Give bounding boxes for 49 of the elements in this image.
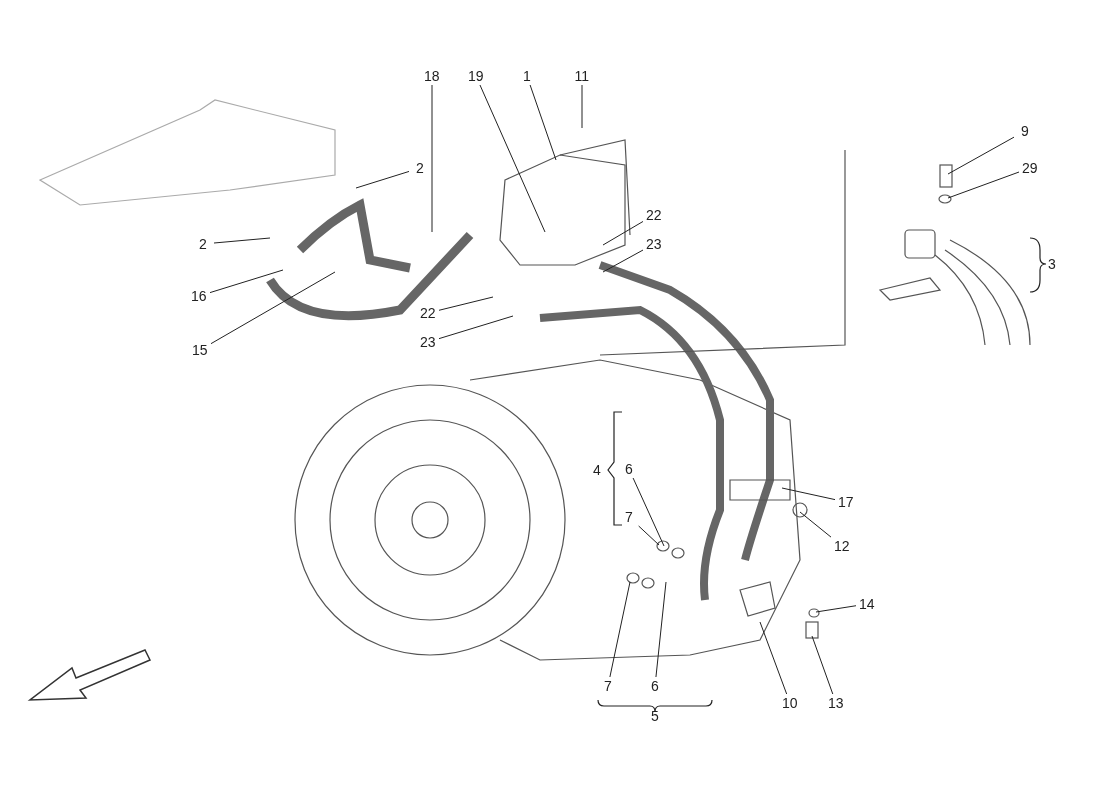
leader-line	[602, 220, 644, 246]
leader-line	[655, 581, 667, 678]
leader-line	[638, 525, 660, 546]
callout-number: 6	[651, 678, 659, 694]
callout-number: 6	[625, 461, 633, 477]
callout-number: 7	[604, 678, 612, 694]
leader-line	[815, 605, 857, 613]
callout-number: 5	[651, 708, 659, 724]
callout-number: 22	[646, 207, 662, 223]
leader-line	[209, 269, 284, 294]
leader-line	[811, 635, 834, 695]
callout-number: 1	[523, 68, 531, 84]
leader-line	[947, 136, 1015, 175]
leader-line	[529, 84, 557, 161]
leader-line	[632, 477, 665, 547]
leader-line	[210, 271, 336, 345]
callout-number: 13	[828, 695, 844, 711]
callout-number: 23	[420, 334, 436, 350]
callout-number: 17	[838, 494, 854, 510]
callout-number: 29	[1022, 160, 1038, 176]
leader-line	[438, 296, 494, 311]
leader-line	[759, 621, 788, 695]
callout-number: 3	[1048, 256, 1056, 272]
leader-line	[799, 511, 832, 538]
callout-number: 10	[782, 695, 798, 711]
leader-line	[581, 84, 583, 129]
leader-line	[602, 249, 644, 273]
callout-number: 22	[420, 305, 436, 321]
leader-line	[781, 487, 836, 501]
leader-line	[609, 581, 631, 678]
leader-line	[438, 315, 514, 340]
callout-number: 2	[416, 160, 424, 176]
callout-number: 4	[593, 462, 601, 478]
callout-number: 23	[646, 236, 662, 252]
leader-line	[355, 170, 410, 189]
leader-line	[213, 237, 271, 244]
leader-line	[947, 171, 1020, 199]
callout-number: 11	[574, 68, 590, 84]
leader-line	[431, 84, 433, 233]
callout-number: 7	[625, 509, 633, 525]
callout-number: 12	[834, 538, 850, 554]
callout-number: 14	[859, 596, 875, 612]
callout-number: 15	[192, 342, 208, 358]
callout-number: 19	[468, 68, 484, 84]
leader-line	[479, 84, 546, 233]
callout-number: 9	[1021, 123, 1029, 139]
callout-number: 16	[191, 288, 207, 304]
callout-number: 18	[424, 68, 440, 84]
callout-number: 2	[199, 236, 207, 252]
